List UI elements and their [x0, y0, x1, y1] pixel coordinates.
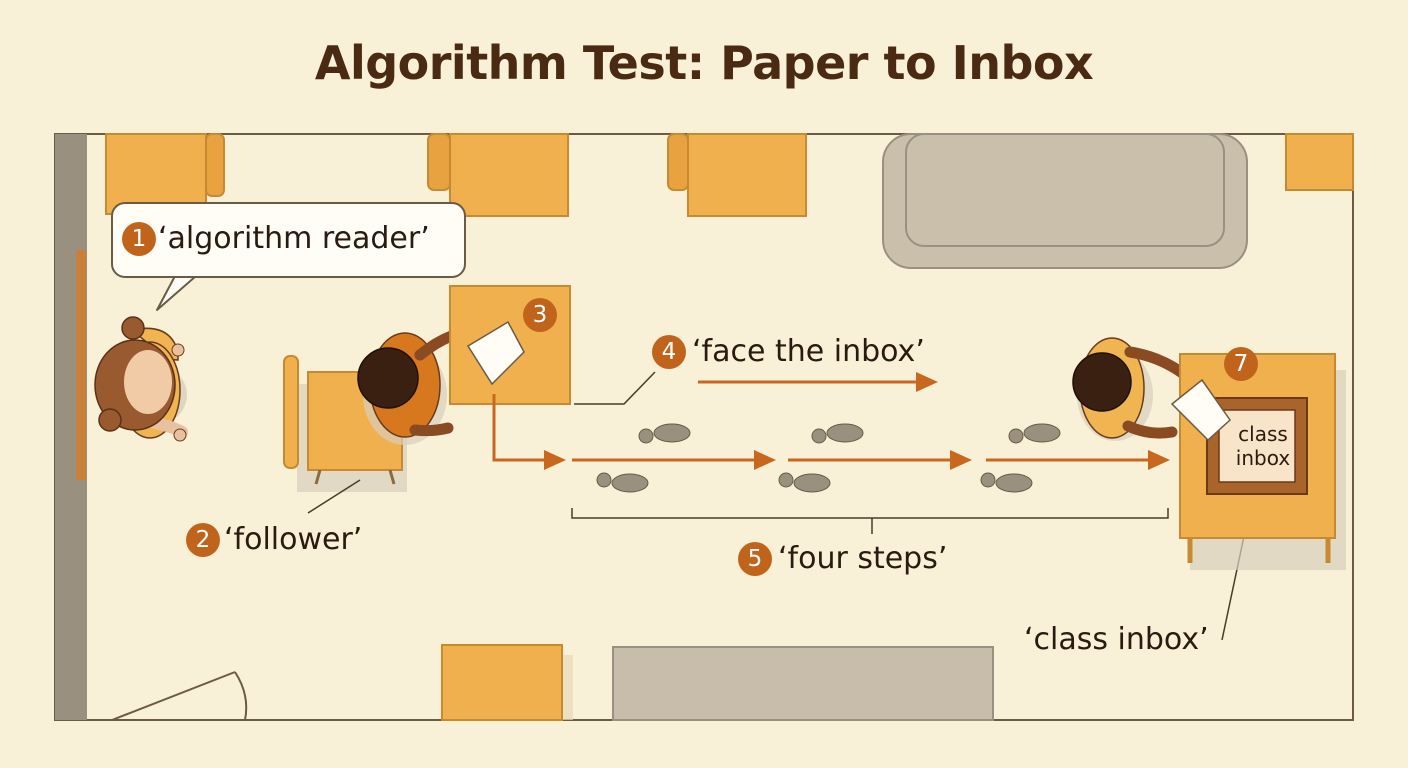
badge-4: 4	[652, 335, 686, 369]
desk-paper-station	[449, 285, 571, 405]
step-arrow-2	[788, 450, 972, 470]
desk-top-2	[427, 133, 569, 217]
badge-7: 7	[1224, 347, 1258, 381]
desk-top-1	[105, 133, 225, 215]
label-four-steps: ‘four steps’	[778, 541, 948, 576]
leader-follower	[307, 479, 361, 514]
inbox-desk	[1170, 353, 1346, 570]
label-class-inbox: ‘class inbox’	[1024, 622, 1209, 657]
face-inbox-arrow	[698, 372, 938, 392]
gray-rug	[882, 133, 1248, 269]
inbox-tray-line-1: class	[1238, 422, 1288, 446]
inbox-tray-text: class inbox	[1219, 422, 1307, 470]
badge-3: 3	[523, 298, 557, 332]
badge-2: 2	[186, 523, 220, 557]
person-algorithm-reader	[94, 316, 188, 442]
label-follower: ‘follower’	[224, 522, 363, 557]
label-face-the-inbox: ‘face the inbox’	[692, 334, 925, 369]
desk-top-3	[667, 133, 807, 217]
speech-bubble	[111, 202, 466, 278]
desk-bottom	[441, 644, 563, 721]
footprints	[596, 423, 1061, 493]
inbox-tray-line-2: inbox	[1235, 446, 1291, 470]
four-steps-bracket	[571, 508, 1169, 519]
leader-face-inbox	[574, 371, 656, 405]
badge-1: 1	[122, 222, 156, 256]
door-arc	[234, 671, 248, 721]
step-arrow-1	[572, 450, 776, 470]
step-arrow-3	[986, 450, 1170, 470]
turn-arrow	[492, 394, 566, 470]
person-at-inbox	[1072, 337, 1206, 441]
wall-board	[76, 250, 86, 480]
desk-top-corner	[1285, 133, 1354, 191]
badge-5: 5	[738, 542, 772, 576]
door-leaf	[111, 671, 236, 721]
person-follower	[283, 322, 494, 492]
page-title: Algorithm Test: Paper to Inbox	[314, 36, 1094, 90]
label-algorithm-reader: ‘algorithm reader’	[158, 221, 430, 256]
gray-bench-bottom	[612, 646, 994, 721]
bubble-tail	[156, 275, 197, 311]
